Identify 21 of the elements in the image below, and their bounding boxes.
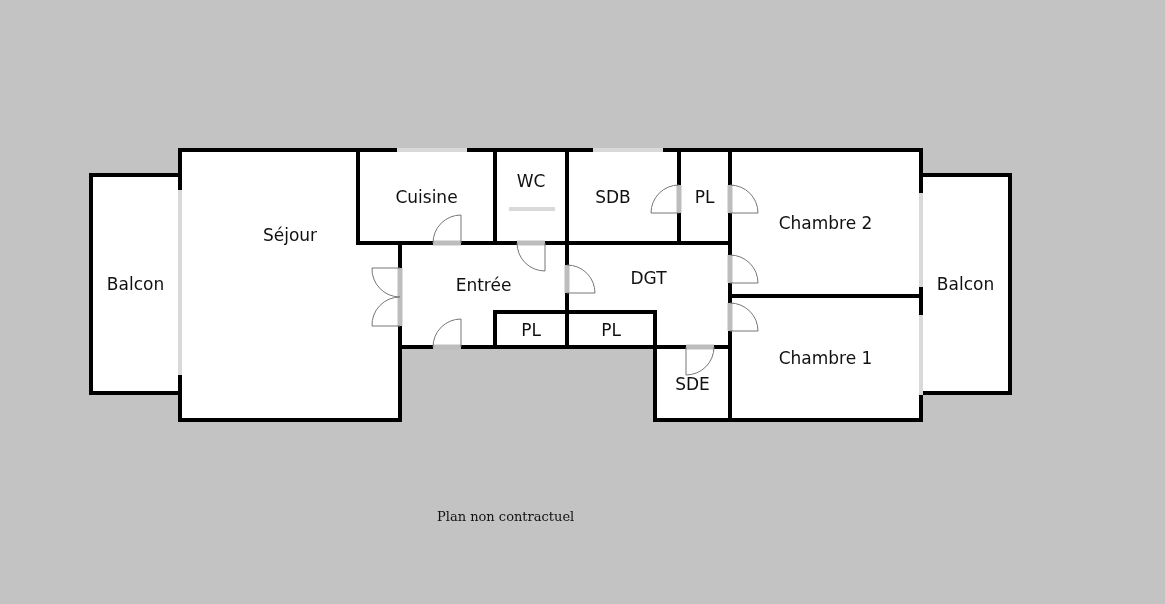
room-label: SDB [595,186,631,207]
room-label: SDE [675,373,710,394]
room-floor [921,175,1010,393]
room-floor [730,150,921,296]
room-label: PL [601,319,621,340]
room-label: Balcon [106,274,165,294]
room-label: Chambre 2 [778,213,873,233]
room-label: Balcon [936,274,995,294]
room-label: PL [521,319,541,340]
room-label: Cuisine [395,186,458,207]
room-label: Chambre 1 [778,348,873,368]
room-label: PL [694,186,715,207]
note-text: Plan non contractuel [437,509,575,524]
room-floor [91,175,180,393]
room-floor [567,150,679,243]
room-label: Entrée [455,275,512,295]
room-floor [730,296,921,420]
room-label: DGT [630,268,667,288]
room-label: WC [516,170,546,191]
room-floor [358,150,495,243]
room-label: Séjour [262,225,318,245]
